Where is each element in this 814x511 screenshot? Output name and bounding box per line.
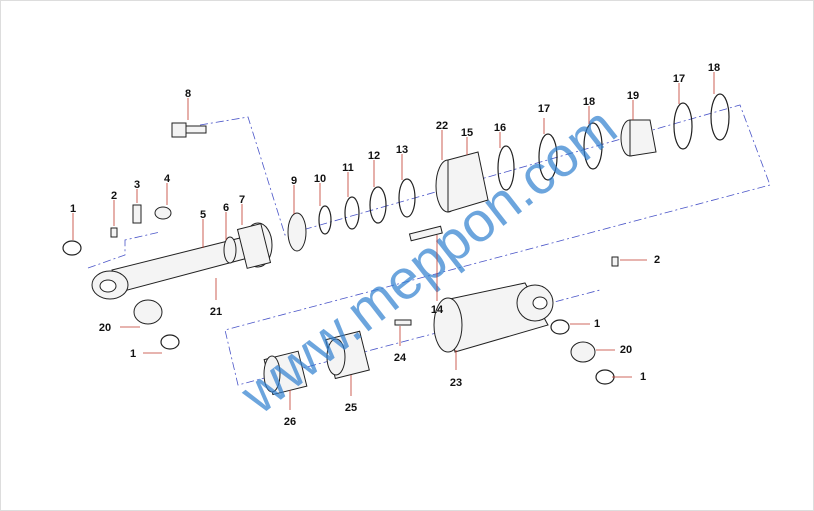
callout: 17: [538, 103, 550, 115]
callout: 1: [70, 203, 76, 215]
callout: 19: [627, 90, 639, 102]
callout: 18: [583, 96, 595, 108]
leader-lines: [72, 72, 715, 410]
callout: 13: [396, 144, 408, 156]
callout: 12: [368, 150, 380, 162]
callout: 23: [450, 377, 462, 389]
centerline-upper: [199, 104, 771, 386]
piston-rod: [91, 222, 273, 300]
callout: 20: [620, 344, 632, 356]
callout: 22: [436, 120, 448, 132]
bolt-8: [171, 122, 207, 138]
watermark: www.meppon.com: [228, 94, 628, 426]
callout: 14: [431, 304, 444, 316]
callout: 11: [342, 162, 354, 174]
centerline-rod: [87, 231, 161, 269]
callout: 9: [291, 175, 297, 187]
callout: 1: [640, 371, 646, 383]
lower-parts: [62, 240, 615, 396]
callout: 21: [210, 306, 222, 318]
callout: 2: [654, 254, 660, 266]
callout: 3: [134, 179, 140, 191]
callout: 8: [185, 88, 191, 100]
callout: 24: [394, 352, 407, 364]
callout: 4: [164, 173, 171, 185]
callout: 17: [673, 73, 685, 85]
callout: 1: [594, 318, 600, 330]
callout: 18: [708, 62, 720, 74]
cylinder-barrel-23: [433, 282, 554, 353]
callout: 1: [130, 348, 136, 360]
seal-rings: [287, 93, 730, 252]
callout: 20: [99, 322, 111, 334]
callout: 7: [239, 194, 245, 206]
callout: 10: [314, 173, 326, 185]
callout: 25: [345, 402, 357, 414]
callout: 15: [461, 127, 473, 139]
callout: 16: [494, 122, 506, 134]
callout: 26: [284, 416, 296, 428]
callout: 2: [111, 190, 117, 202]
callout: 5: [200, 209, 206, 221]
grease-fittings: [110, 204, 619, 267]
callout: 6: [223, 202, 229, 214]
callout-labels: 8 1 2 3 4 5 6 7 9 10 11 12 13 22 15 16 1…: [70, 62, 720, 428]
